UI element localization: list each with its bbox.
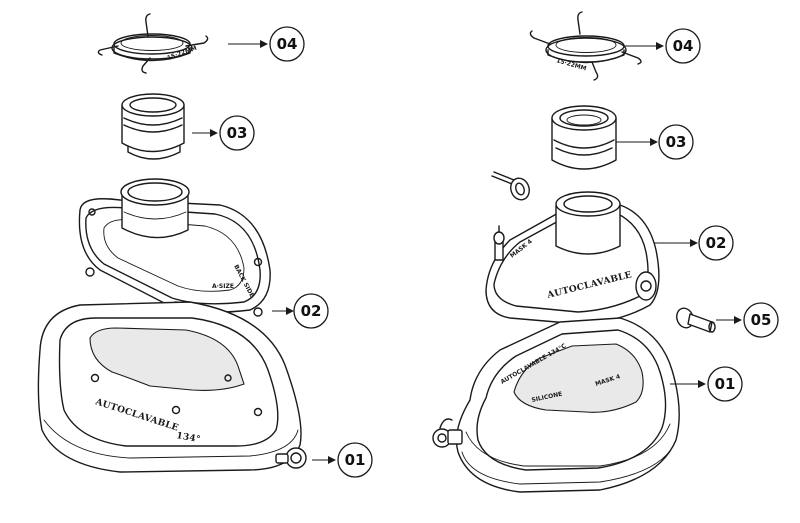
arrow-left-02 — [286, 307, 294, 315]
callout-label: 02 — [706, 234, 727, 252]
callout-right-02: 02 — [698, 225, 734, 261]
right-connector-tube — [551, 105, 617, 170]
right-hook-pin — [491, 171, 530, 201]
left-cushion: AUTOCLAVABLE 134° — [37, 301, 307, 473]
callout-label: 04 — [673, 37, 694, 55]
callout-label: 03 — [666, 133, 687, 151]
right-cushion: AUTOCLAVABLE 134°C SILICONE MASK 4 — [432, 317, 680, 493]
arrow-left-01 — [328, 456, 336, 464]
callout-left-03: 03 — [219, 115, 255, 151]
callout-left-04: 04 — [269, 26, 305, 62]
callout-right-03: 03 — [658, 124, 694, 160]
left-connector-tube — [121, 93, 185, 160]
callout-right-04: 04 — [665, 28, 701, 64]
callout-label: 03 — [227, 124, 248, 142]
arrow-right-02 — [690, 239, 698, 247]
arrow-right-04 — [656, 42, 664, 50]
arrow-left-03 — [210, 129, 218, 137]
left-retaining-ring: 15·22MM — [97, 13, 209, 74]
arrow-right-01 — [698, 380, 706, 388]
right-plug — [676, 307, 716, 333]
callout-label: 04 — [277, 35, 298, 53]
right-mask-shell: AUTOCLAVABLE MASK 4 — [485, 191, 660, 325]
callout-left-01: 01 — [337, 442, 373, 478]
left-mask-shell: BACK SIDE A·SIZE — [78, 178, 271, 317]
left-mask-temp-embossing: 134° — [175, 431, 201, 445]
svg-text:A·SIZE: A·SIZE — [212, 283, 234, 290]
arrow-right-05 — [734, 316, 742, 324]
callout-label: 02 — [301, 302, 322, 320]
callout-label: 01 — [345, 451, 366, 469]
callout-label: 01 — [715, 375, 736, 393]
callout-right-01: 01 — [707, 366, 743, 402]
callout-left-02: 02 — [293, 293, 329, 329]
callout-right-05: 05 — [743, 302, 779, 338]
arrow-right-03 — [650, 138, 658, 146]
arrow-left-04 — [260, 40, 268, 48]
callout-label: 05 — [751, 311, 772, 329]
